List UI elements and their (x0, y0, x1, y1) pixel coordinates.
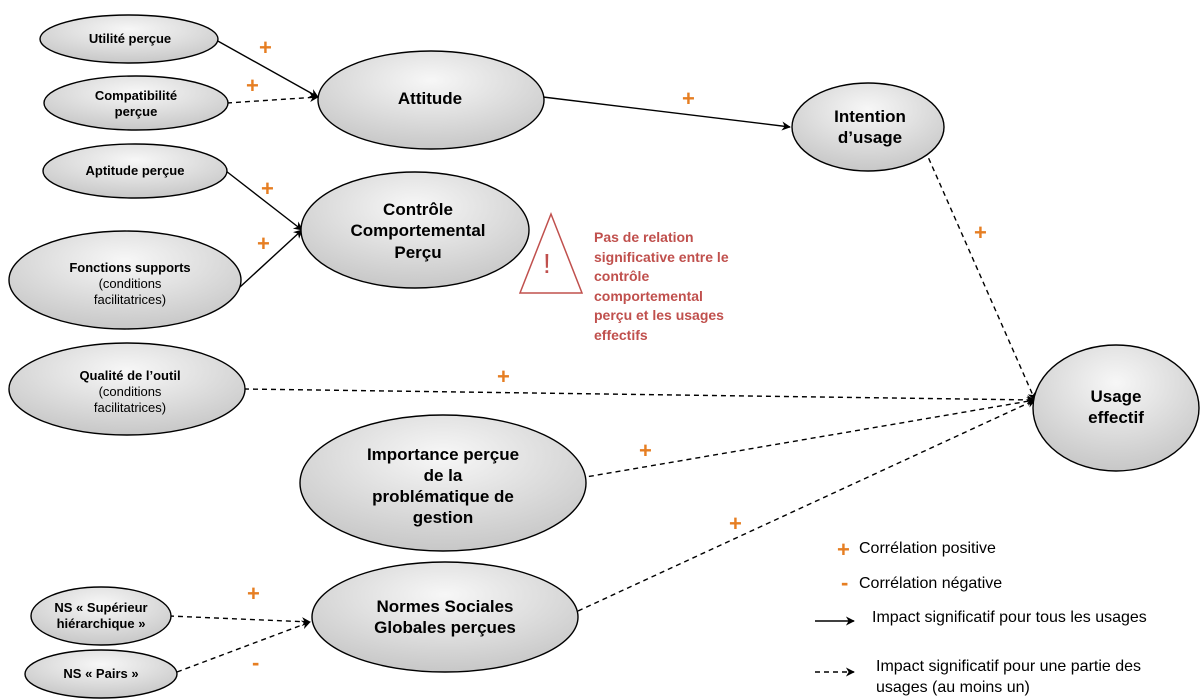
node-ns-sup (30, 586, 172, 646)
legend-positive-symbol: + (837, 537, 850, 562)
node-attitude-label: Attitude (397, 89, 463, 109)
edge-normes-usage (577, 399, 1036, 612)
node-ns-pairs (24, 649, 178, 699)
node-fonctions-label: Fonctions supports (conditions facilitat… (69, 259, 191, 308)
edge-utilite-attitude (215, 39, 319, 98)
node-intention-label: Intention d’usage (834, 106, 906, 147)
legend-negative-label: Corrélation négative (859, 575, 1003, 592)
edge-aptitude-controle (225, 170, 303, 231)
node-importance-label: Importance perçue de la problématique de… (366, 444, 520, 528)
edge-compat-attitude (226, 93, 319, 104)
sign-nssup-normes: + (247, 581, 260, 606)
legend-positive-label: Corrélation positive (859, 540, 996, 557)
node-aptitude-label: Aptitude perçue (85, 162, 185, 178)
node-compat (43, 75, 229, 131)
node-ns-sup-label: NS « Supérieur hiérarchique » (54, 599, 148, 631)
node-ns-pairs-label: NS « Pairs » (63, 665, 139, 681)
legend-solid-label: Impact significatif pour tous les usages (872, 609, 1147, 626)
node-utilite (39, 14, 219, 64)
node-compat-label: Compatibilité perçue (94, 87, 178, 119)
sign-utilite-attitude: + (259, 35, 272, 60)
sign-importance-usage: + (639, 438, 652, 463)
sign-intention-usage: + (974, 220, 987, 245)
edge-fonctions-controle (239, 229, 303, 288)
sign-aptitude-controle: + (261, 176, 274, 201)
sign-normes-usage: + (729, 511, 742, 536)
node-usage-label: Usage effectif (1088, 386, 1144, 427)
legend-dashed-label: Impact significatif pour une partie des … (876, 658, 1142, 696)
edge-importance-usage (579, 396, 1036, 479)
edge-nspairs-normes (176, 620, 311, 673)
node-attitude (317, 50, 545, 150)
node-utilite-label: Utilité perçue (88, 30, 172, 46)
node-importance (299, 414, 587, 552)
legend-negative-symbol: - (841, 570, 849, 595)
node-normes (311, 561, 579, 673)
edge-attitude-intention (542, 96, 791, 131)
node-normes-label: Normes Sociales Globales perçues (374, 596, 516, 637)
node-fonctions (8, 230, 242, 330)
sign-attitude-intention: + (682, 86, 695, 111)
node-intention (791, 82, 945, 172)
warning-triangle-icon (518, 211, 584, 294)
edge-nssup-normes (168, 615, 311, 627)
sign-compat-attitude: + (246, 73, 259, 98)
warning-symbol: ! (543, 248, 551, 279)
node-usage (1032, 344, 1200, 472)
edge-qualite-usage (243, 388, 1036, 405)
sign-fonctions-controle: + (257, 231, 270, 256)
sign-qualite-usage: + (497, 364, 510, 389)
warning-text: Pas de relation significative entre le c… (594, 229, 729, 343)
edge-intention-usage (924, 149, 1036, 401)
node-controle-label: Contrôle Comportemental Perçu (350, 200, 486, 262)
sign-nspairs-normes: - (252, 650, 260, 675)
node-aptitude (42, 143, 228, 199)
node-controle (300, 171, 530, 289)
node-qualite (8, 342, 246, 436)
node-qualite-label: Qualité de l’outil (conditions facilitat… (79, 367, 181, 416)
